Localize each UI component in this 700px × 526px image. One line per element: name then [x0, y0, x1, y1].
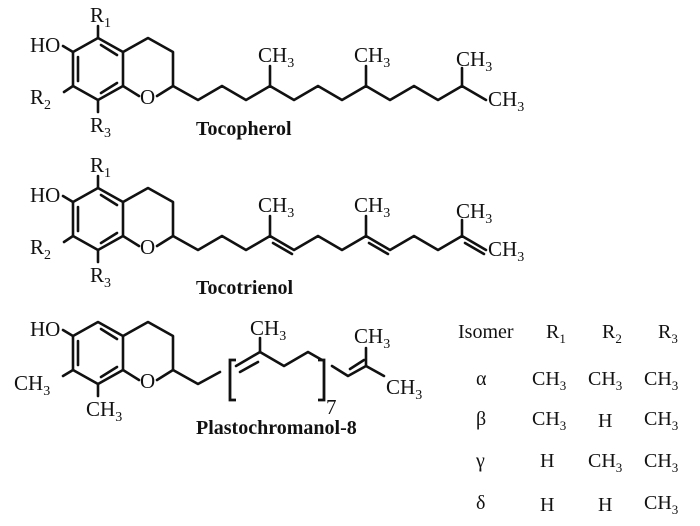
header-r3: R3 — [658, 321, 678, 346]
isomer-beta: β — [476, 408, 486, 430]
tocopherol-name: Tocopherol — [196, 118, 292, 140]
tocopherol-r1-label: R1 — [90, 3, 111, 31]
table-row: β CH3 H CH3 — [476, 408, 678, 433]
isomer-delta: δ — [476, 492, 485, 514]
row-beta-r2: H — [598, 410, 612, 432]
plastochromanol-methyl-2-label: CH3 — [354, 324, 390, 352]
tocopherol-bonds — [61, 24, 488, 114]
table-row: γ H CH3 CH3 — [475, 450, 678, 475]
tocopherol-ho-label: HO — [30, 33, 60, 57]
tocopherol-structure: HO O R1 R2 R3 CH3 CH3 CH3 CH3 Tocopherol — [30, 3, 524, 141]
tocopherol-r2-label: R2 — [30, 85, 51, 113]
tocotrienol-bonds — [61, 174, 488, 264]
row-delta-r2: H — [598, 494, 612, 516]
tocopherol-methyl-3-label: CH3 — [456, 47, 492, 75]
tocotrienol-r2-label: R2 — [30, 235, 51, 263]
plastochromanol-bonds — [61, 320, 386, 402]
tocotrienol-methyl-3-label: CH3 — [456, 199, 492, 227]
tocotrienol-structure: HO O R1 R2 R3 CH3 CH3 CH3 CH3 Tocotrieno… — [30, 153, 524, 299]
header-isomer: Isomer — [458, 321, 514, 343]
tocotrienol-methyl-1-label: CH3 — [258, 193, 294, 221]
plastochromanol-methyl-1-label: CH3 — [250, 316, 286, 344]
row-alpha-r3: CH3 — [644, 368, 678, 393]
isomer-table: Isomer R1 R2 R3 α CH3 CH3 CH3 β CH3 H CH… — [458, 321, 678, 517]
plastochromanol-name: Plastochromanol-8 — [196, 417, 357, 439]
row-delta-r1: H — [540, 494, 554, 516]
tocotrienol-o-label: O — [140, 235, 155, 259]
tocopherol-o-label: O — [140, 85, 155, 109]
tocopherol-methyl-1-label: CH3 — [258, 43, 294, 71]
tocotrienol-ho-label: HO — [30, 183, 60, 207]
row-beta-r1: CH3 — [532, 408, 566, 433]
row-gamma-r1: H — [540, 450, 554, 472]
plastochromanol-repeat-count: 7 — [326, 395, 337, 419]
plastochromanol-methyl-3-label: CH3 — [386, 375, 422, 403]
tocopherol-methyl-4-label: CH3 — [488, 87, 524, 115]
isomer-table-header: Isomer R1 R2 R3 — [458, 321, 678, 346]
tocotrienol-methyl-4-label: CH3 — [488, 237, 524, 265]
tocotrienol-name: Tocotrienol — [196, 277, 293, 299]
plastochromanol-ch3-left-label: CH3 — [14, 371, 50, 399]
isomer-gamma: γ — [475, 450, 485, 472]
tocotrienol-r1-label: R1 — [90, 153, 111, 181]
header-r1: R1 — [546, 321, 566, 346]
row-delta-r3: CH3 — [644, 492, 678, 517]
plastochromanol-ch3-bottom-label: CH3 — [86, 397, 122, 425]
tocopherol-methyl-2-label: CH3 — [354, 43, 390, 71]
tocotrienol-r3-label: R3 — [90, 263, 111, 291]
plastochromanol-ho-label: HO — [30, 317, 60, 341]
plastochromanol-o-label: O — [140, 369, 155, 393]
row-gamma-r3: CH3 — [644, 450, 678, 475]
tocopherol-r3-label: R3 — [90, 113, 111, 141]
row-alpha-r2: CH3 — [588, 368, 622, 393]
header-r2: R2 — [602, 321, 622, 346]
table-row: δ H H CH3 — [476, 492, 678, 517]
row-alpha-r1: CH3 — [532, 368, 566, 393]
row-gamma-r2: CH3 — [588, 450, 622, 475]
isomer-alpha: α — [476, 368, 487, 390]
plastochromanol-structure: HO O CH3 CH3 CH3 CH3 CH3 7 Plastochroman… — [14, 316, 422, 439]
row-beta-r3: CH3 — [644, 408, 678, 433]
tocotrienol-methyl-2-label: CH3 — [354, 193, 390, 221]
table-row: α CH3 CH3 CH3 — [476, 368, 678, 393]
